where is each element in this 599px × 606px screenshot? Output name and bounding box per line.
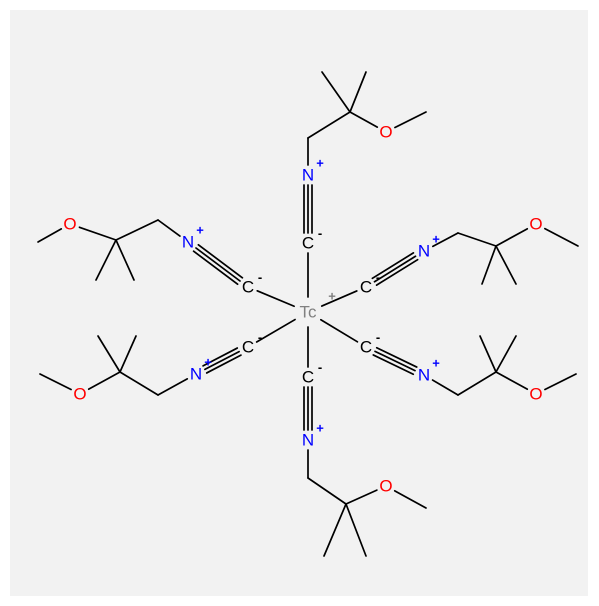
atom-symbol: O	[529, 215, 542, 234]
single-bond	[495, 245, 517, 285]
single-bond	[495, 371, 529, 391]
atom-layer: Tc+C-N+OC-N+OC-N+OC-N+OC-N+OC-N+O	[63, 123, 542, 496]
single-bond	[394, 111, 427, 129]
single-bond	[255, 318, 296, 343]
bond-layer	[37, 71, 579, 557]
single-bond	[78, 226, 117, 241]
single-bond	[345, 503, 367, 557]
single-bond	[431, 232, 459, 248]
atom-n-label: N+	[190, 355, 212, 384]
single-bond	[319, 318, 359, 343]
triple-bond	[371, 252, 419, 286]
atom-symbol: O	[63, 215, 76, 234]
molecule-structure-diagram: Tc+C-N+OC-N+OC-N+OC-N+OC-N+OC-N+O	[37, 71, 579, 557]
atom-charge: +	[432, 356, 440, 371]
atom-c-label: C-	[360, 270, 380, 297]
atom-symbol: N	[302, 431, 314, 450]
triple-bond	[303, 184, 313, 234]
single-bond	[87, 371, 121, 391]
atom-o-label: O	[379, 477, 392, 496]
single-bond	[481, 245, 497, 285]
single-bond	[115, 219, 159, 241]
atom-charge: +	[316, 421, 324, 436]
atom-symbol: C	[242, 338, 254, 357]
atom-charge: -	[376, 330, 380, 345]
atom-charge: +	[196, 223, 204, 238]
single-bond	[97, 335, 121, 373]
atom-o-label: O	[379, 123, 392, 142]
single-bond	[95, 239, 117, 281]
single-bond	[119, 335, 137, 373]
single-bond	[320, 290, 358, 307]
atom-c-label: C-	[242, 330, 262, 357]
atom-symbol: N	[190, 365, 202, 384]
single-bond	[321, 71, 351, 113]
atom-c-label: C-	[302, 226, 322, 253]
atom-symbol: N	[418, 242, 430, 261]
atom-charge: -	[318, 360, 322, 375]
atom-symbol: N	[418, 366, 430, 385]
atom-n-label: N+	[302, 421, 324, 450]
atom-symbol: C	[360, 338, 372, 357]
atom-symbol: C	[302, 234, 314, 253]
atom-o-label: O	[73, 385, 86, 404]
atom-o-label: O	[529, 385, 542, 404]
single-bond	[544, 373, 577, 391]
triple-bond	[372, 346, 418, 376]
single-bond	[349, 111, 379, 128]
single-bond	[307, 477, 347, 505]
single-bond	[457, 371, 497, 396]
atom-c-label: C-	[360, 330, 380, 357]
single-bond	[157, 219, 181, 237]
triple-bond	[303, 386, 313, 431]
single-bond	[115, 239, 135, 281]
atom-symbol: C	[242, 278, 254, 297]
atom-charge: -	[376, 270, 380, 285]
single-bond	[479, 335, 497, 373]
atom-charge: -	[318, 226, 322, 241]
atom-n-label: N+	[418, 356, 440, 385]
atom-o-label: O	[63, 215, 76, 234]
atom-symbol: C	[302, 368, 314, 387]
single-bond	[495, 335, 517, 373]
atom-symbol: Tc	[300, 303, 318, 322]
single-bond	[37, 228, 63, 243]
single-bond	[157, 377, 189, 396]
atom-charge: +	[204, 355, 212, 370]
single-bond	[457, 232, 497, 247]
triple-bond	[202, 347, 242, 374]
atom-symbol: N	[182, 233, 194, 252]
atom-n-label: N+	[302, 156, 324, 185]
single-bond	[345, 489, 378, 505]
single-bond	[323, 503, 347, 557]
single-bond	[349, 71, 367, 113]
atom-charge: +	[316, 156, 324, 171]
single-bond	[307, 111, 351, 139]
atom-symbol: N	[302, 166, 314, 185]
single-bond	[119, 371, 159, 396]
atom-charge: -	[258, 270, 262, 285]
atom-symbol: O	[529, 385, 542, 404]
atom-symbol: O	[379, 477, 392, 496]
atom-symbol: C	[360, 278, 372, 297]
single-bond	[256, 289, 296, 308]
atom-tc-label: Tc +	[300, 289, 337, 322]
single-bond	[431, 379, 459, 396]
single-bond	[495, 227, 529, 247]
single-bond	[39, 373, 72, 391]
atom-charge: +	[328, 289, 336, 304]
atom-c-label: C-	[242, 270, 262, 297]
atom-c-label: C-	[302, 360, 322, 387]
atom-o-label: O	[529, 215, 542, 234]
atom-charge: -	[258, 330, 262, 345]
atom-n-label: N+	[418, 232, 440, 261]
atom-n-label: N+	[182, 223, 204, 252]
atom-symbol: O	[379, 123, 392, 142]
atom-symbol: O	[73, 385, 86, 404]
triple-bond	[192, 243, 244, 286]
single-bond	[544, 227, 579, 247]
single-bond	[393, 489, 427, 509]
atom-charge: +	[432, 232, 440, 247]
